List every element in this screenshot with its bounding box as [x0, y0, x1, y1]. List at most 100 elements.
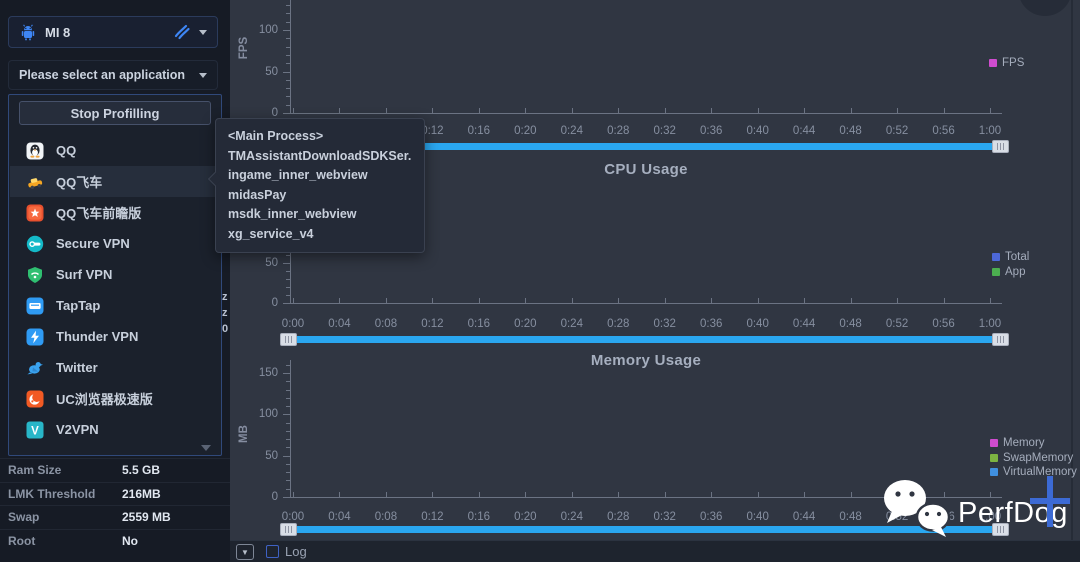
legend-swatch	[992, 253, 1000, 261]
scrollbar-handle-right[interactable]	[992, 333, 1009, 346]
legend-item-total[interactable]: Total	[992, 251, 1029, 263]
x-tick-label: 0:40	[746, 125, 769, 137]
x-tick-label: 0:04	[328, 318, 351, 330]
device-info-label: Swap	[8, 510, 40, 525]
y-minor-tick	[286, 5, 290, 6]
x-tick	[525, 492, 527, 497]
legend-label: Memory	[1003, 437, 1045, 449]
surf-vpn-icon	[26, 266, 44, 284]
x-tick-label: 0:40	[746, 318, 769, 330]
scrollbar-handle-right[interactable]	[992, 523, 1009, 536]
x-tick	[571, 108, 573, 113]
x-tick	[478, 298, 480, 303]
chart-scrollbar[interactable]	[288, 336, 1000, 343]
stop-profiling-button[interactable]: Stop Profilling	[19, 101, 211, 125]
x-tick	[385, 492, 387, 497]
app-list-item[interactable]: QQ	[10, 135, 221, 166]
x-tick-label: 0:44	[792, 511, 816, 523]
y-tick-label: 0	[271, 297, 278, 309]
device-info-value: 216MB	[122, 486, 161, 501]
scrollbar-handle-left[interactable]	[280, 523, 297, 536]
x-tick	[432, 298, 434, 303]
app-list-item[interactable]: Twitter	[10, 352, 221, 383]
process-item[interactable]: midasPay	[228, 187, 287, 202]
x-tick-label: 0:24	[560, 511, 583, 523]
y-minor-tick	[286, 38, 290, 39]
app-list-item[interactable]: Secure VPN	[10, 228, 221, 259]
log-toolbar: ▼ Log	[230, 540, 1080, 562]
x-tick	[757, 298, 759, 303]
x-tick-label: 0:32	[653, 511, 676, 523]
x-tick	[385, 108, 387, 113]
app-label: TapTap	[56, 298, 101, 313]
legend-item-fps[interactable]: FPS	[989, 57, 1024, 69]
app-list-item[interactable]: Surf VPN	[10, 259, 221, 290]
x-tick	[293, 298, 294, 303]
x-tick-label: 0:32	[653, 125, 676, 137]
legend-item-memory[interactable]: Memory	[990, 437, 1045, 449]
android-icon	[21, 24, 35, 41]
y-minor-tick	[286, 80, 290, 81]
app-list-item[interactable]: TapTap	[10, 290, 221, 321]
x-tick-label: 0:24	[560, 318, 583, 330]
dropdown-scroll-down-icon[interactable]	[201, 445, 211, 451]
y-axis	[290, 0, 291, 114]
process-item[interactable]: xg_service_v4	[228, 226, 314, 241]
application-select[interactable]: Please select an application	[8, 60, 218, 90]
y-minor-tick	[286, 55, 290, 56]
process-item[interactable]: ingame_inner_webview	[228, 168, 368, 182]
device-info-value: No	[122, 533, 138, 548]
app-list-item[interactable]: QQ飞车前瞻版	[10, 197, 221, 228]
pen-icon[interactable]	[173, 23, 191, 41]
x-tick	[711, 298, 713, 303]
legend-item-virtualmemory[interactable]: VirtualMemory	[990, 466, 1077, 478]
app-label: QQ飞车	[56, 175, 103, 190]
x-tick-label: 0:56	[932, 125, 955, 137]
x-axis	[290, 497, 1002, 498]
chevron-down-icon	[199, 72, 207, 78]
process-item[interactable]: msdk_inner_webview	[228, 207, 357, 221]
x-tick-label: 1:00	[978, 125, 1002, 137]
app-label: QQ飞车前瞻版	[56, 206, 142, 221]
legend-item-app[interactable]: App	[992, 266, 1025, 278]
x-tick	[385, 298, 387, 303]
device-info-value: 2559 MB	[122, 510, 171, 525]
y-tick-label: 50	[265, 65, 278, 78]
y-minor-tick	[286, 406, 290, 407]
scrollbar-handle-right[interactable]	[992, 140, 1009, 153]
y-minor-tick	[286, 63, 290, 64]
y-axis-label: MB	[238, 425, 250, 443]
scrollbar-handle-left[interactable]	[280, 333, 297, 346]
collapse-panel-button[interactable]: ▼	[236, 544, 254, 560]
x-tick	[293, 492, 294, 497]
x-tick	[664, 492, 666, 497]
legend-item-swapmemory[interactable]: SwapMemory	[990, 452, 1073, 464]
panel-right-edge	[1071, 0, 1073, 540]
chevron-down-icon[interactable]	[199, 29, 207, 35]
process-item[interactable]: <Main Process>	[228, 129, 324, 143]
app-list-item[interactable]: Thunder VPN	[10, 321, 221, 352]
y-minor-tick	[286, 295, 290, 296]
x-tick-label: 0:28	[607, 125, 630, 137]
y-major-tick	[283, 263, 290, 264]
chart-scrollbar[interactable]	[288, 526, 1000, 533]
qq-speed-preview-icon	[26, 204, 44, 222]
x-axis	[290, 303, 1002, 304]
chart-scrollbar[interactable]	[288, 143, 1000, 150]
y-minor-tick	[286, 447, 290, 448]
y-major-tick	[283, 71, 290, 73]
uc-browser-icon	[26, 390, 44, 408]
device-selector[interactable]: MI 8	[8, 16, 218, 48]
app-list-item[interactable]: UC浏览器极速版	[10, 383, 221, 414]
log-checkbox[interactable]	[266, 545, 279, 558]
x-tick-label: 0:16	[467, 125, 491, 137]
x-tick-label: 0:12	[421, 125, 444, 137]
x-tick-label: 1:00	[978, 318, 1002, 330]
app-list-item[interactable]: QQ飞车	[10, 166, 221, 197]
process-item[interactable]: TMAssistantDownloadSDKSer...	[228, 148, 412, 163]
y-major-tick	[283, 113, 290, 114]
x-tick	[432, 108, 434, 113]
